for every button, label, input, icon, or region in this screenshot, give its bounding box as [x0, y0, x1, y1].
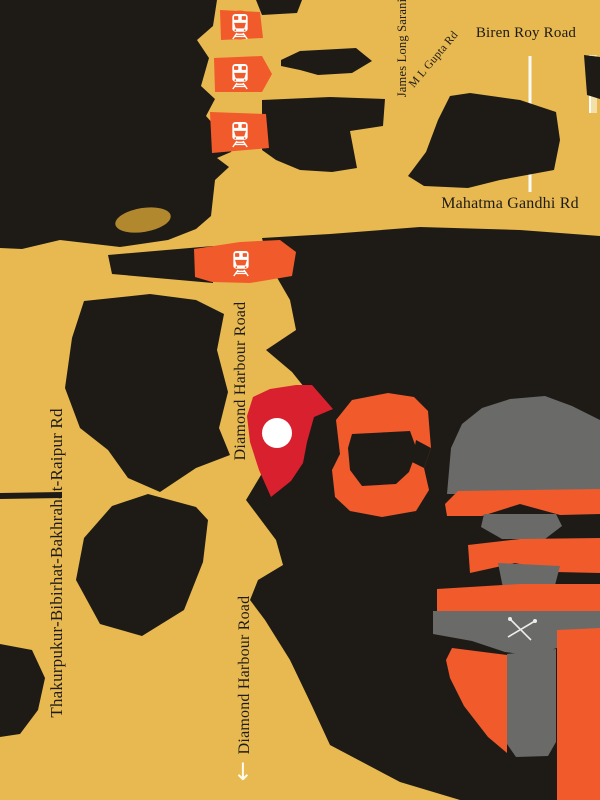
- built-area-blob: [0, 644, 45, 737]
- road-band: [445, 489, 600, 516]
- built-area-blob: [76, 494, 208, 636]
- transit-area-hole: [348, 431, 417, 486]
- pin-dot: [262, 418, 292, 448]
- built-area-blob: [0, 492, 62, 499]
- road-band: [557, 628, 600, 800]
- built-area-blob: [256, 0, 302, 15]
- built-area-blob: [108, 246, 213, 283]
- built-area-blob: [584, 55, 600, 99]
- built-area-blob: [65, 294, 230, 492]
- train-station-marker-1[interactable]: [224, 9, 256, 41]
- road-label-diamond-harbour-road-upper: Diamond Harbour Road: [232, 302, 249, 461]
- road-label-james-long-sarani: James Long Sarani: [395, 0, 409, 97]
- built-area-blob: [408, 93, 560, 188]
- train-station-marker-3[interactable]: [224, 117, 256, 149]
- destination-pin[interactable]: [247, 385, 333, 497]
- road-label-mahatma-gandhi-rd: Mahatma Gandhi Rd: [441, 195, 579, 212]
- road-band: [446, 648, 507, 753]
- south-direction-arrow: ↓: [233, 758, 253, 786]
- railway-crossing-icon: [507, 617, 537, 641]
- rail-yard-area: [498, 563, 560, 589]
- road-label-diamond-harbour-road-lower: Diamond Harbour Road: [236, 596, 253, 755]
- road-label-thakurpukur-raipur-rd: Thakurpukur-Bibirhat-Bakhrahat-Raipur Rd: [47, 408, 66, 718]
- road-band: [437, 584, 600, 613]
- road-label-biren-roy-road: Biren Roy Road: [476, 25, 577, 41]
- train-station-marker-4[interactable]: [225, 246, 257, 278]
- built-area-blob: [262, 97, 385, 172]
- rail-yard-area: [507, 649, 556, 757]
- khaki-patch: [115, 207, 171, 233]
- rail-yard-area: [481, 514, 562, 539]
- built-area-blob: [0, 0, 236, 249]
- train-station-marker-2[interactable]: [224, 59, 256, 91]
- transit-area-hole: [412, 440, 431, 468]
- built-area-blob: [281, 48, 372, 75]
- rail-yard-area: [447, 396, 600, 494]
